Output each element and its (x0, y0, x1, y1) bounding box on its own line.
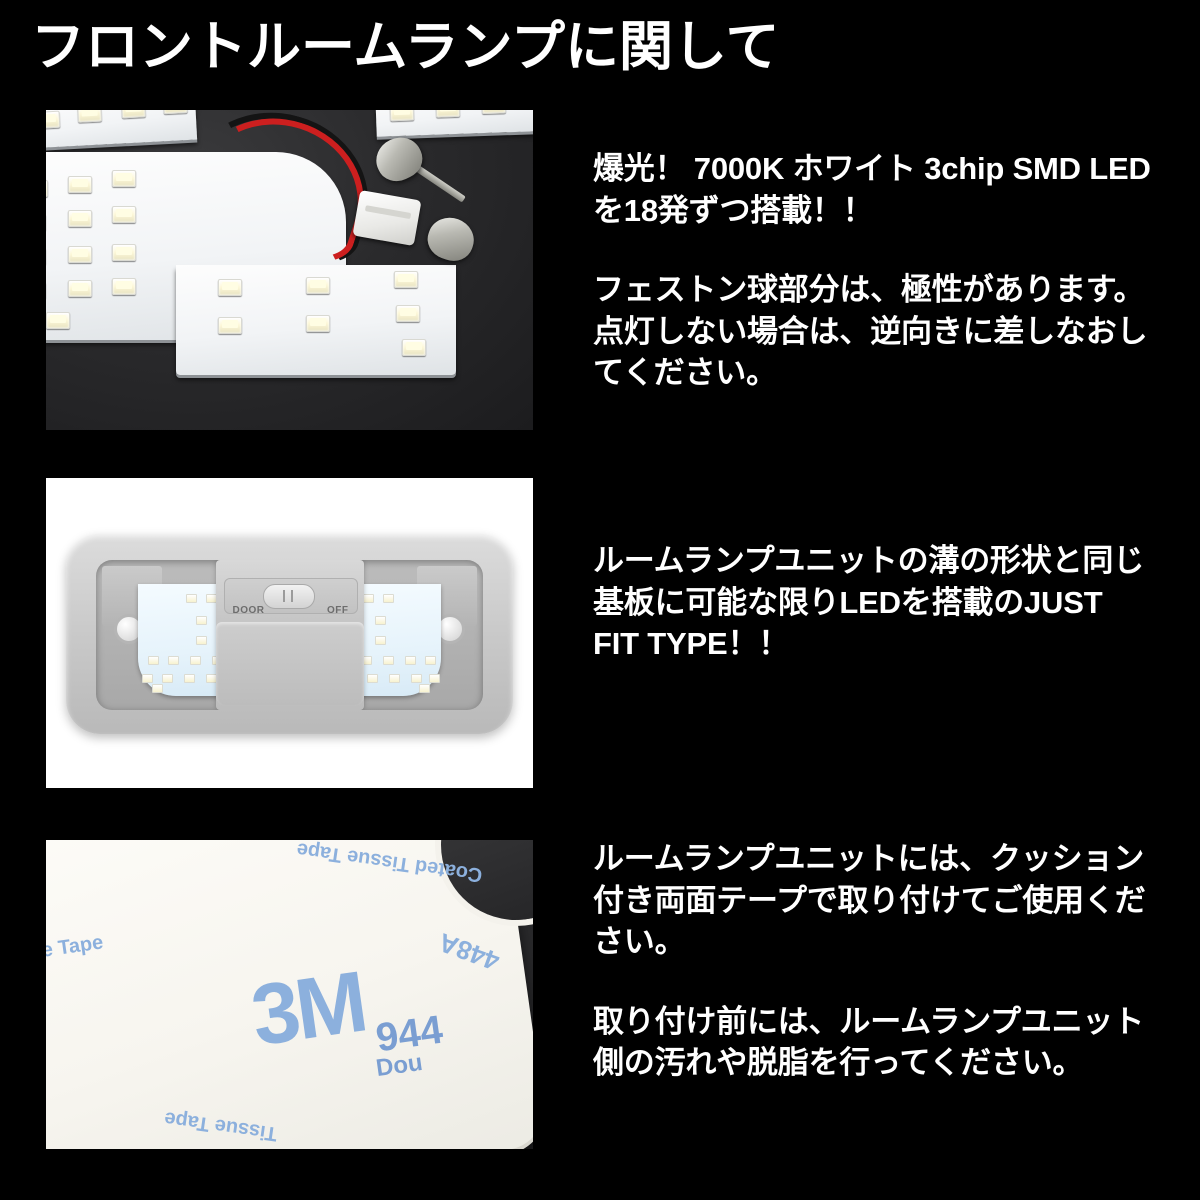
spec-block: 爆光！ 7000K ホワイト 3chip SMD LEDを18発ずつ搭載！！ フ… (593, 148, 1153, 394)
switch-knob[interactable] (262, 584, 315, 609)
installation-paragraph-2: 取り付け前には、ルームランプユニット側の汚れや脱脂を行ってください。 (593, 1003, 1144, 1081)
switch-label-off: OFF (327, 605, 349, 616)
tape-scene: Coated Tissue Tape le Tape 448A 3M 944 D… (46, 840, 533, 1149)
wire-connector (352, 189, 422, 247)
festoon-cap-upper (369, 130, 429, 188)
fitment-block: ルームランプユニットの溝の形状と同じ基板に可能な限りLEDを搭載のJUST FI… (593, 540, 1153, 665)
spec-paragraph-1: 爆光！ 7000K ホワイト 3chip SMD LEDを18発ずつ搭載！！ (593, 151, 1151, 228)
switch-label-door: DOOR (232, 605, 265, 616)
switch-track[interactable]: DOOR OFF (223, 578, 358, 616)
lamp-scene: DOOR OFF (46, 478, 533, 788)
double-sided-tape-photo: Coated Tissue Tape le Tape 448A 3M 944 D… (46, 840, 533, 1149)
lamp-recess: DOOR OFF (96, 560, 483, 710)
pcb-arm-board (176, 265, 456, 375)
tape-brand-logo: 3M (245, 953, 370, 1065)
spec-paragraph-2: フェストン球部分は、極性があります。点灯しない場合は、逆向きに差しなおしてくださ… (593, 272, 1148, 391)
festoon-cap-lower (422, 211, 480, 267)
led-panel-photo (46, 110, 533, 430)
pcb-scene (46, 110, 533, 430)
installation-block: ルームランプユニットには、クッション付き両面テープで取り付けてご使用ください。 … (593, 838, 1153, 1084)
page-title: フロントルームランプに関して (31, 17, 780, 77)
pcb-strip-top-right (375, 110, 533, 137)
room-lamp-unit-photo: DOOR OFF (46, 478, 533, 788)
installation-paragraph-1: ルームランプユニットには、クッション付き両面テープで取り付けてご使用ください。 (593, 841, 1146, 960)
lens-lip (215, 622, 364, 706)
pcb-strip-top-left (46, 110, 198, 149)
lamp-housing: DOOR OFF (66, 534, 513, 734)
fitment-paragraph-1: ルームランプユニットの溝の形状と同じ基板に可能な限りLEDを搭載のJUST FI… (593, 543, 1144, 662)
